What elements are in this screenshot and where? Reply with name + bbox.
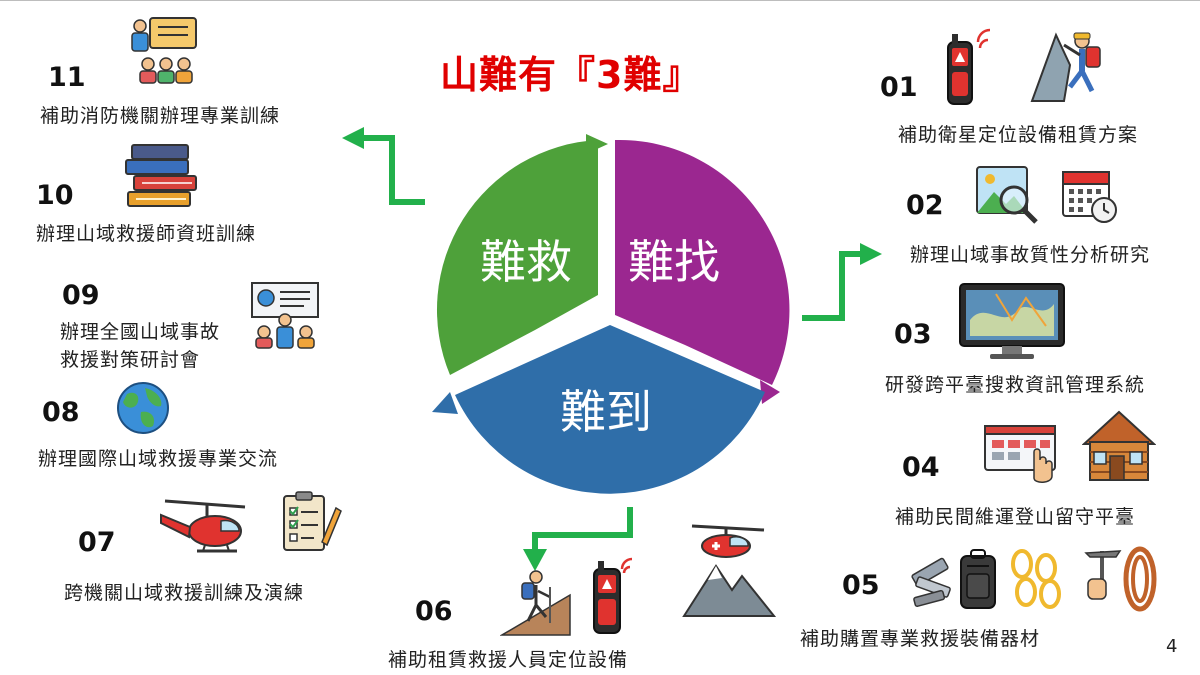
top-divider: [0, 0, 1200, 1]
item-01-number: 01: [880, 72, 918, 103]
wheel-arrowhead-green: [586, 134, 608, 154]
item-05-number: 05: [842, 570, 880, 601]
wheel-label-left: 難救: [480, 235, 572, 289]
item-11-number: 11: [48, 62, 86, 93]
arrow-to-right-items: [802, 243, 882, 321]
monitor-map-icon: [959, 283, 1065, 359]
carabiners-icon: [1011, 549, 1061, 609]
books-stack-icon: [125, 144, 197, 207]
online-booking-icon: [984, 425, 1056, 483]
item-01-label: 補助衛星定位設備租賃方案: [898, 124, 1139, 146]
page-number: 4: [1166, 636, 1178, 657]
item-07-number: 07: [78, 527, 116, 558]
globe-icon: [117, 382, 169, 434]
item-09-number: 09: [62, 280, 100, 311]
seminar-icon: [251, 282, 319, 349]
gps-device-icon: [593, 557, 633, 634]
item-11-label: 補助消防機關辦理專業訓練: [40, 105, 281, 127]
three-difficulties-wheel: 難救 難找 難到: [432, 134, 790, 494]
climber-icon: [500, 570, 571, 636]
arrow-to-bottom-item: [523, 507, 633, 571]
item-08-label: 辦理國際山域救援專業交流: [38, 448, 279, 470]
slide-title: 山難有『3難』: [440, 53, 702, 97]
checklist-icon: [283, 491, 342, 551]
item-06-label: 補助租賃救援人員定位設備: [388, 649, 629, 671]
helicopter-icon: [160, 499, 246, 553]
rescue-backpack-icon: [960, 549, 996, 609]
item-07-label: 跨機關山域救援訓練及演練: [64, 582, 305, 604]
item-10-label: 辦理山域救援師資班訓練: [36, 223, 257, 245]
wheel-segment-blue: [455, 325, 765, 494]
calendar-clock-icon: [1062, 171, 1117, 223]
item-04-number: 04: [902, 452, 940, 483]
item-05-label: 補助購置專業救援裝備器材: [800, 628, 1041, 650]
wheel-segment-purple: [615, 139, 790, 385]
item-06-number: 06: [415, 596, 453, 627]
wheel-label-bottom: 難到: [560, 385, 652, 439]
item-09-label: 辦理全國山域事故 救援對策研討會: [60, 318, 220, 374]
training-presenter-icon: [131, 17, 197, 84]
wheel-arrowhead-purple: [760, 380, 780, 404]
wheel-segment-green: [436, 140, 598, 375]
wheel-label-right: 難找: [628, 235, 720, 289]
item-08-number: 08: [42, 397, 80, 428]
mountain-rescue-helicopter-icon: [682, 524, 777, 617]
item-02-label: 辦理山域事故質性分析研究: [910, 244, 1151, 266]
mountain-lodge-icon: [1082, 410, 1156, 481]
item-03-label: 研發跨平臺搜救資訊管理系統: [885, 374, 1146, 396]
arrow-to-left-items: [342, 127, 425, 205]
satellite-gps-device-icon: [947, 28, 991, 105]
item-03-number: 03: [894, 319, 932, 350]
rescue-tools-icon: [911, 557, 951, 608]
wheel-arrowhead-blue: [432, 392, 458, 414]
rock-climber-icon: [1030, 32, 1101, 102]
item-04-label: 補助民間維運登山留守平臺: [895, 506, 1136, 528]
image-analysis-icon: [976, 166, 1038, 224]
item-02-number: 02: [906, 190, 944, 221]
item-09-label-line2: 救援對策研討會: [60, 349, 201, 371]
item-10-number: 10: [36, 180, 74, 211]
ice-axe-rope-icon: [1084, 546, 1157, 612]
item-09-label-line1: 辦理全國山域事故: [60, 321, 221, 343]
